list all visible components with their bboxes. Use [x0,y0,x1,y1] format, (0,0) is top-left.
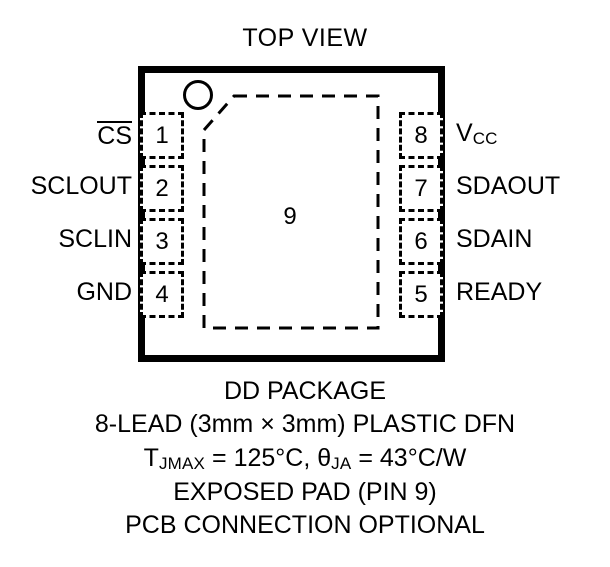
pin-label-sclout: SCLOUT [30,172,132,200]
exposed-pad-outline [202,94,380,330]
pin-box-3[interactable]: 3 [140,218,184,265]
caption-package-name: DD PACKAGE [223,377,387,405]
thermal-tjmax-symbol: T [143,444,159,472]
pin-label-vcc-base: V [456,119,473,147]
thermal-theta-subscript: JA [331,454,352,474]
caption-exposed-pad: EXPOSED PAD (PIN 9) [173,478,437,506]
pin-1-dot-icon [183,80,213,110]
pin-box-7[interactable]: 7 [399,165,443,212]
pin-box-2[interactable]: 2 [140,165,184,212]
pin-label-sdaout: SDAOUT [456,172,561,200]
pin-label-cs: CS [97,121,132,149]
pin-box-1[interactable]: 1 [140,112,184,159]
pin-label-sdain: SDAIN [456,225,533,253]
pin-label-cs-text: CS [97,121,132,150]
pin-label-gnd: GND [76,278,132,306]
pin-label-vcc: VCC [456,119,498,149]
pin-label-vcc-subscript: CC [472,129,498,149]
pin-box-5[interactable]: 5 [399,271,443,318]
page-title: TOP VIEW [242,24,368,52]
thermal-suffix-text: = 43°C/W [351,444,467,472]
pin-box-6[interactable]: 6 [399,218,443,265]
caption-pcb-connection: PCB CONNECTION OPTIONAL [125,511,485,539]
thermal-mid-text: = 125°C, θ [205,444,332,472]
pin-box-8[interactable]: 8 [399,112,443,159]
exposed-pad-number: 9 [283,203,297,230]
pin-box-4[interactable]: 4 [140,271,184,318]
pin-label-ready: READY [456,278,543,306]
caption-thermal-spec: TJMAX = 125°C, θJA = 43°C/W [0,444,610,474]
thermal-tjmax-subscript: JMAX [158,454,206,474]
caption-package-spec: 8-LEAD (3mm × 3mm) PLASTIC DFN [94,410,516,438]
package-body-outline [138,66,445,362]
pin-label-sclin: SCLIN [58,225,132,253]
